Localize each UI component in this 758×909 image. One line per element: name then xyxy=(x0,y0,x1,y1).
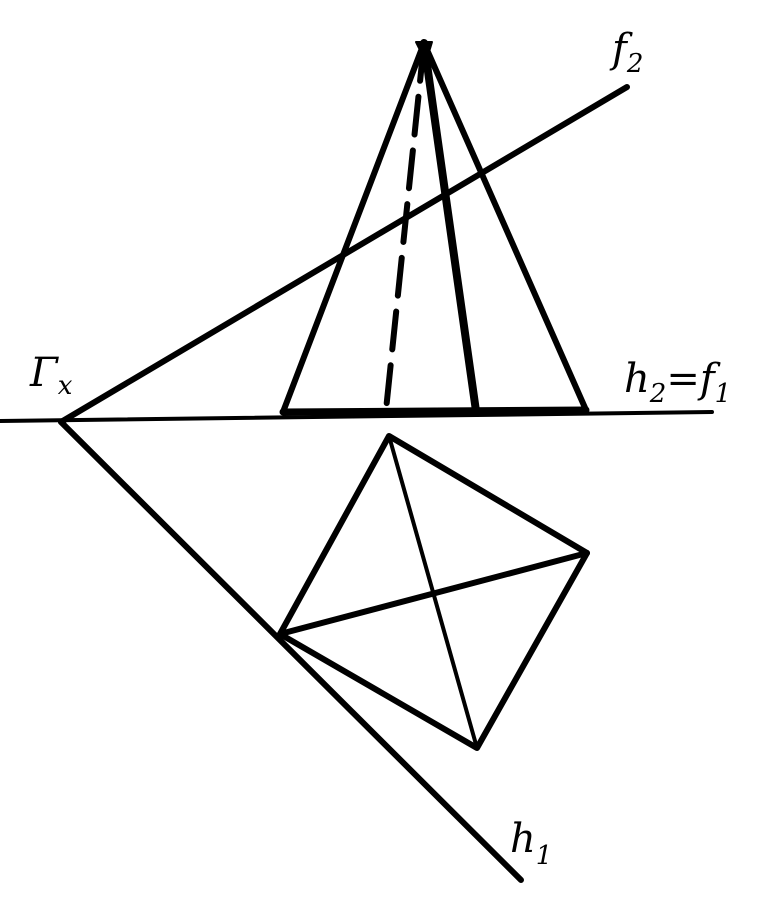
label-h2-f1: h2=f1 xyxy=(624,356,731,409)
pyramid-top-diagonal-2 xyxy=(277,550,590,637)
label-h1: h1 xyxy=(510,816,552,871)
pyramid-front-edge-hidden xyxy=(383,40,427,413)
pyramid-apex-front xyxy=(415,41,433,63)
pyramid-front-edge-middle xyxy=(420,39,480,415)
horizontal-trace-h1 xyxy=(58,419,524,883)
label-f2: f2 xyxy=(609,26,643,79)
projection-axis xyxy=(0,410,714,423)
pyramid-front-edge-left xyxy=(280,40,427,415)
label-gamma-x: Γx xyxy=(29,350,73,401)
pyramid-front-edge-right xyxy=(421,40,589,413)
pyramid-front-base xyxy=(279,406,590,416)
